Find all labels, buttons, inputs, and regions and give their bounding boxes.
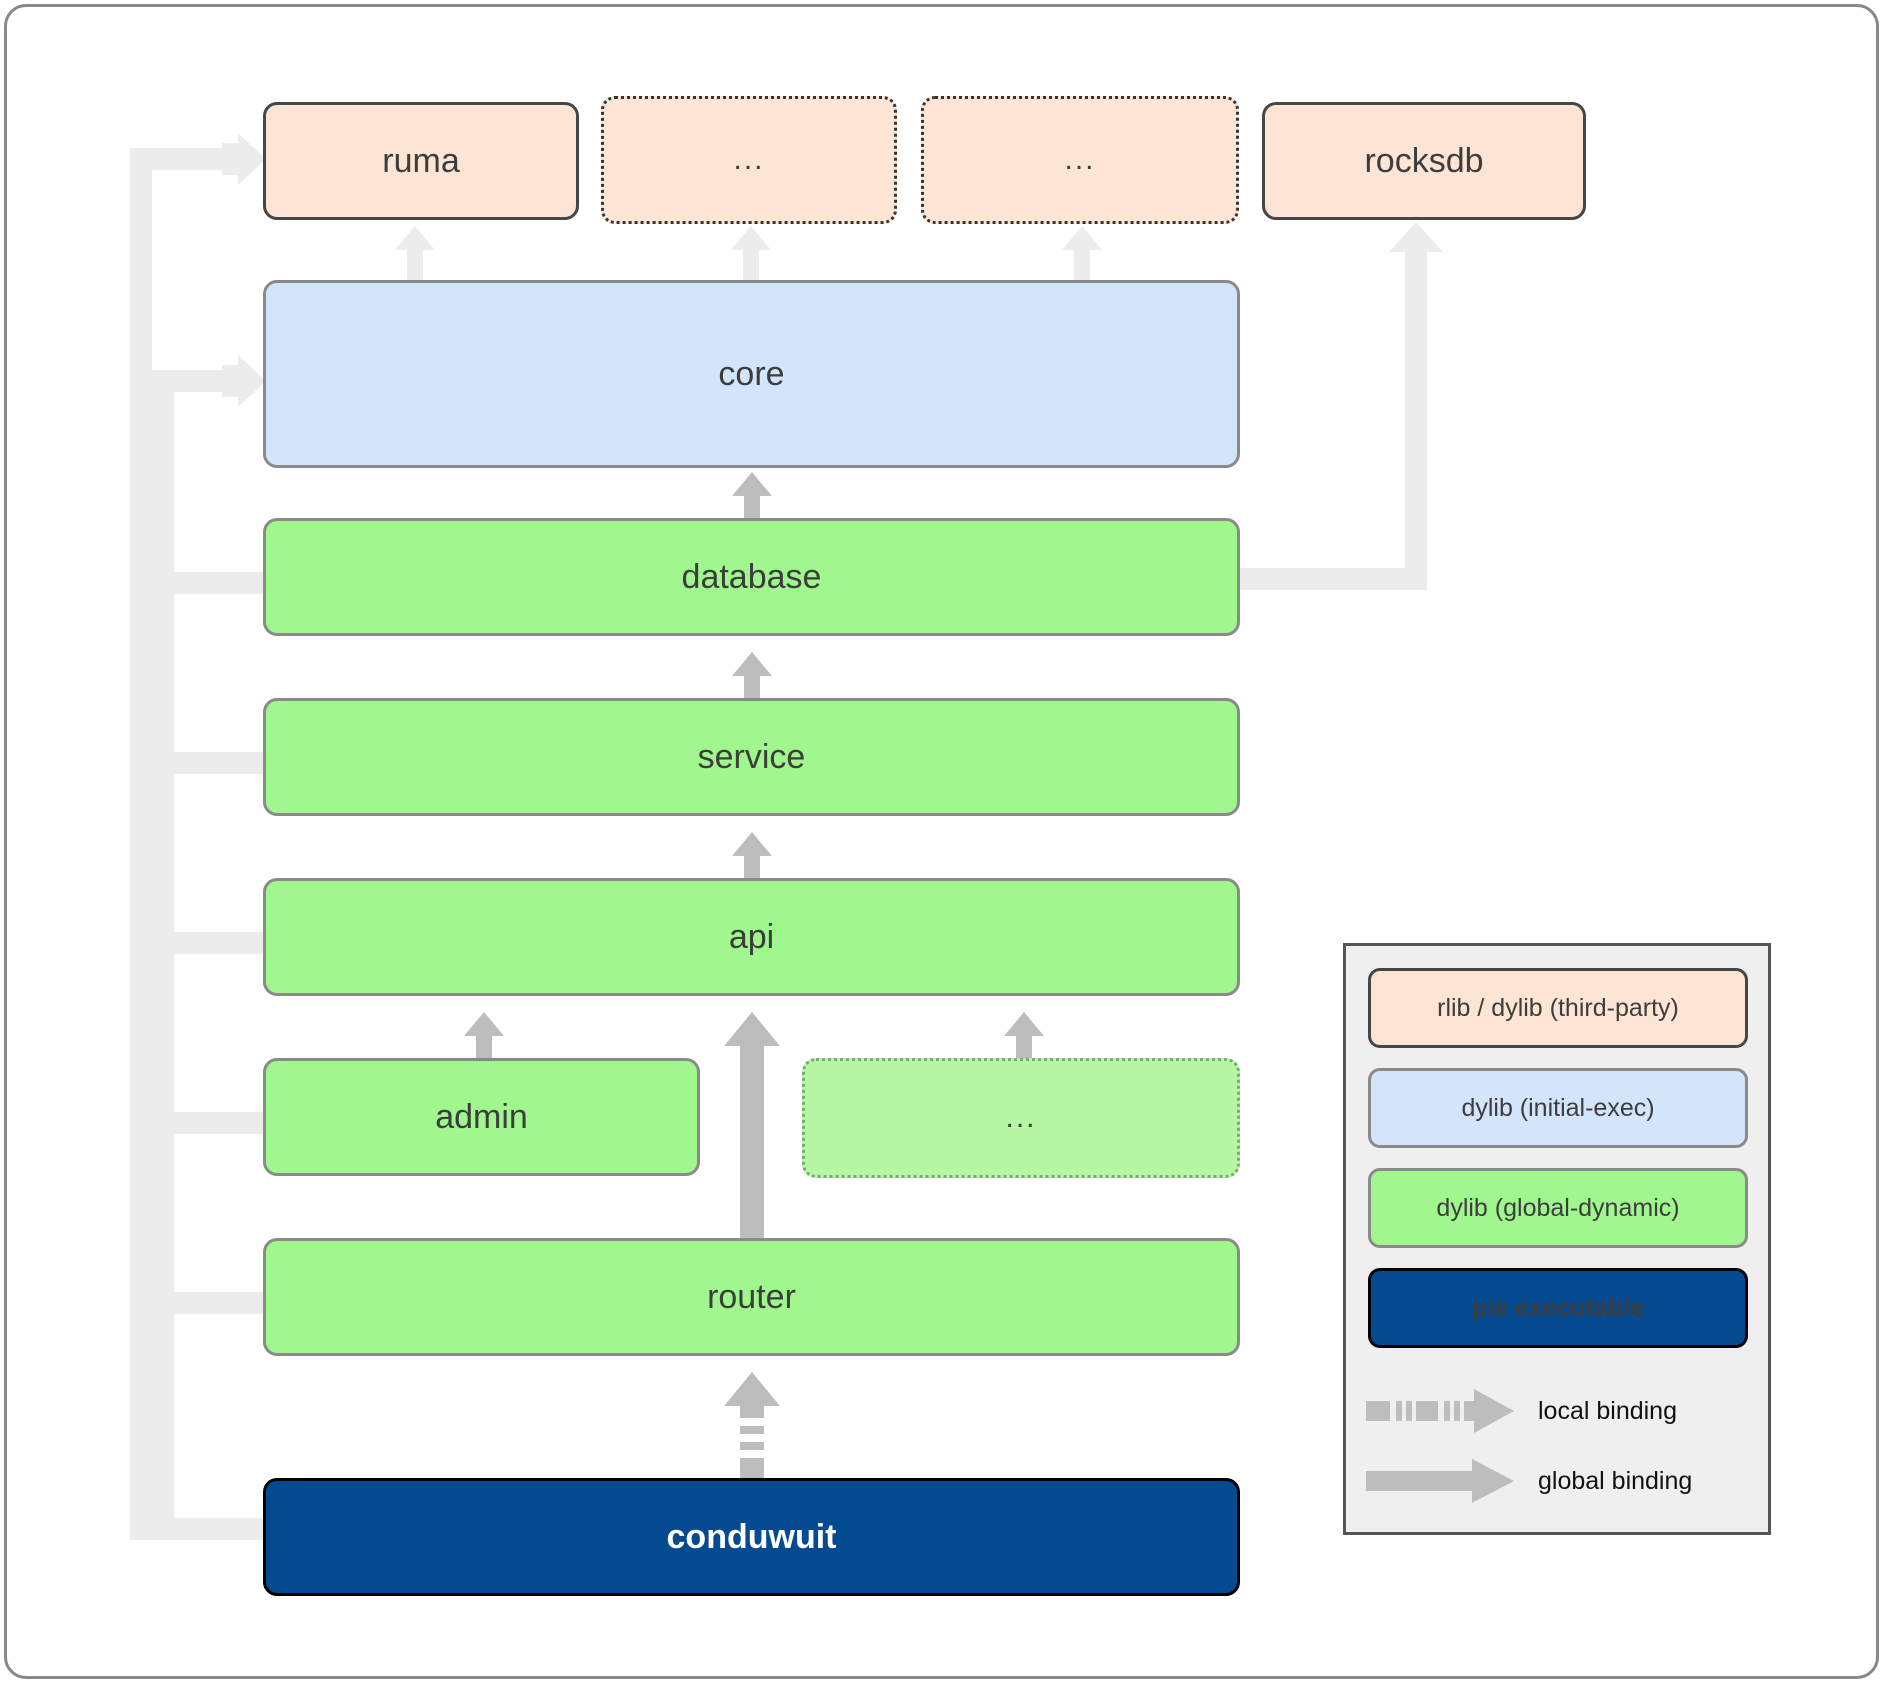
node-service-label: service	[697, 737, 806, 776]
legend-row-global-binding-label: global binding	[1538, 1466, 1693, 1495]
trunk-database-to-rocksdb-vertical	[1405, 272, 1427, 572]
node-dots-mid[interactable]: ...	[802, 1058, 1240, 1178]
legend-swatch-initial-exec-label: dylib (initial-exec)	[1461, 1093, 1655, 1122]
node-rocksdb[interactable]: rocksdb	[1262, 102, 1586, 220]
node-router-label: router	[707, 1277, 796, 1316]
arrow-dots-mid-to-api	[1004, 1012, 1044, 1066]
node-conduwuit-label: conduwuit	[666, 1517, 837, 1556]
trunk-outer-to-ruma	[130, 148, 230, 170]
node-dots-top-1-label: ...	[733, 143, 765, 176]
arrow-core-to-dots-2	[1062, 226, 1102, 282]
node-rocksdb-label: rocksdb	[1364, 141, 1484, 180]
node-ruma[interactable]: ruma	[263, 102, 579, 220]
arrow-admin-to-api	[464, 1012, 504, 1066]
legend-swatch-pie-executable-label: pie executable	[1471, 1293, 1645, 1322]
node-dots-mid-label: ...	[1005, 1101, 1037, 1134]
trunk-database-to-rocksdb-horizontal	[1232, 568, 1427, 590]
trunk-inner-to-admin	[152, 1112, 267, 1134]
node-admin-label: admin	[435, 1097, 528, 1136]
trunk-inner-to-router	[152, 1292, 267, 1314]
legend-swatch-pie-executable: pie executable	[1368, 1268, 1748, 1348]
node-database[interactable]: database	[263, 518, 1240, 636]
trunk-inner-to-database	[152, 572, 267, 594]
legend-row-local-binding: local binding	[1366, 1384, 1756, 1438]
arrow-database-to-rocksdb	[1389, 222, 1443, 282]
trunk-outer-vertical	[130, 148, 152, 1540]
node-core-label: core	[718, 354, 785, 393]
arrow-core-to-dots-1	[731, 226, 771, 282]
legend-swatch-third-party: rlib / dylib (third-party)	[1368, 968, 1748, 1048]
node-dots-top-1[interactable]: ...	[601, 96, 897, 224]
legend-panel: rlib / dylib (third-party) dylib (initia…	[1343, 943, 1771, 1535]
node-core[interactable]: core	[263, 280, 1240, 468]
node-admin[interactable]: admin	[263, 1058, 700, 1176]
node-service[interactable]: service	[263, 698, 1240, 816]
global-binding-arrow-icon	[1366, 1459, 1514, 1503]
legend-row-local-binding-label: local binding	[1538, 1396, 1677, 1425]
node-conduwuit[interactable]: conduwuit	[263, 1478, 1240, 1596]
legend-swatch-third-party-label: rlib / dylib (third-party)	[1437, 993, 1679, 1022]
legend-swatch-global-dynamic-label: dylib (global-dynamic)	[1436, 1193, 1680, 1222]
arrow-router-to-api	[724, 1012, 780, 1252]
node-database-label: database	[681, 557, 822, 596]
node-dots-top-2[interactable]: ...	[921, 96, 1239, 224]
local-binding-arrow-icon	[1366, 1389, 1514, 1433]
arrow-api-to-service	[732, 832, 772, 886]
node-router[interactable]: router	[263, 1238, 1240, 1356]
legend-swatch-initial-exec: dylib (initial-exec)	[1368, 1068, 1748, 1148]
arrowhead-to-ruma	[222, 133, 266, 185]
node-api[interactable]: api	[263, 878, 1240, 996]
node-ruma-label: ruma	[382, 141, 460, 180]
legend-row-global-binding: global binding	[1366, 1454, 1756, 1508]
arrow-database-to-core	[732, 472, 772, 526]
arrow-service-to-database	[732, 652, 772, 706]
node-dots-top-2-label: ...	[1064, 143, 1096, 176]
node-api-label: api	[728, 917, 775, 956]
legend-swatch-global-dynamic: dylib (global-dynamic)	[1368, 1168, 1748, 1248]
trunk-inner-to-service	[152, 752, 267, 774]
arrowhead-to-core	[222, 355, 266, 407]
arrow-core-to-ruma	[395, 226, 435, 282]
trunk-inner-vertical	[152, 370, 174, 1540]
trunk-inner-to-api	[152, 932, 267, 954]
